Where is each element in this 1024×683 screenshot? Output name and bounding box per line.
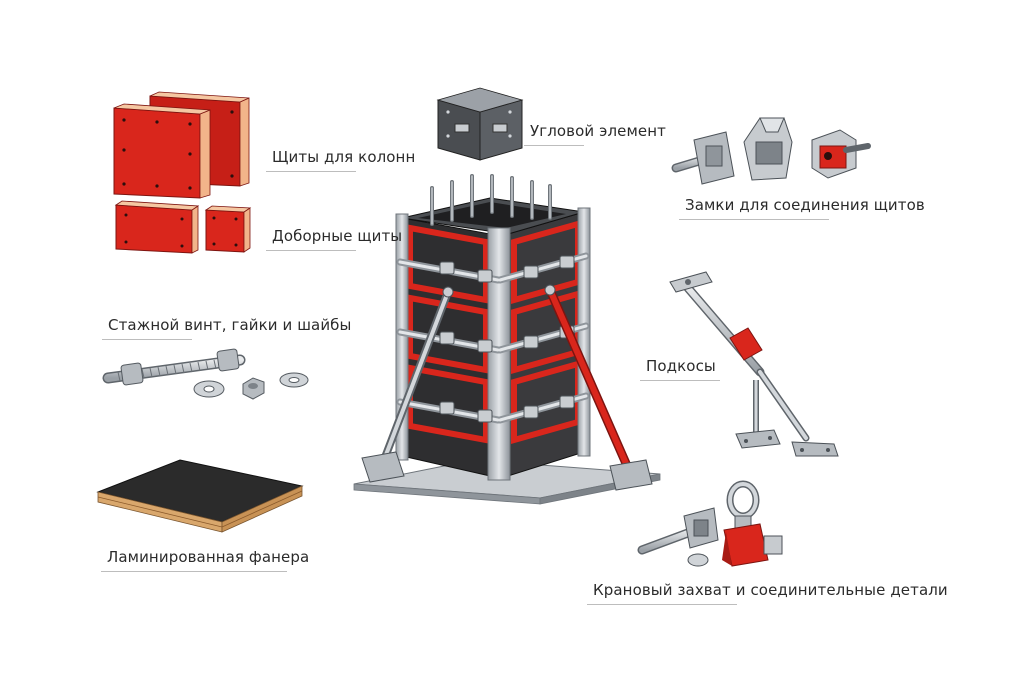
underline-corner-element: [524, 145, 584, 146]
label-tie-rod: Стажной винт, гайки и шайбы: [108, 316, 352, 334]
label-column-panels: Щиты для колонн: [272, 148, 416, 166]
underline-column-panels: [266, 171, 356, 172]
underline-filler-panels: [266, 250, 356, 251]
underline-crane-hook: [587, 604, 737, 605]
underline-plywood: [101, 571, 287, 572]
label-plywood: Ламинированная фанера: [107, 548, 310, 566]
column-panels-illustration: [113, 91, 250, 199]
underline-props: [640, 380, 720, 381]
tie-rod-illustration: [102, 348, 309, 400]
props-illustration: [669, 271, 839, 457]
label-filler-panels: Доборные щиты: [272, 227, 403, 245]
column-formwork-assembly: [353, 174, 661, 505]
label-corner-element: Угловой элемент: [530, 122, 666, 140]
label-crane-hook: Крановый захват и соединительные детали: [593, 581, 948, 599]
corner-element-illustration: [436, 87, 524, 161]
filler-panels-illustration: [114, 200, 252, 254]
crane-hook-illustration: [637, 480, 783, 567]
underline-clamps: [679, 219, 829, 220]
label-clamps: Замки для соединения щитов: [685, 196, 925, 214]
label-props: Подкосы: [646, 357, 716, 375]
underline-tie-rod: [102, 339, 192, 340]
clamps-illustration: [671, 117, 871, 185]
plywood-illustration: [96, 459, 304, 533]
